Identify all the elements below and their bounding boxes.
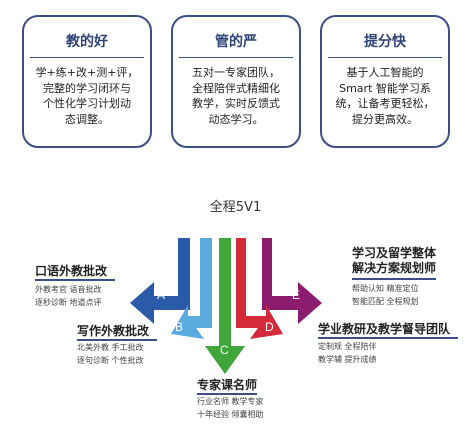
oral-detail: 外教考官 语音批改 逐秒诊断 地道点评	[35, 283, 102, 309]
card-line: 五对一专家团队，	[192, 66, 280, 79]
card-score-boost: 提分快 基于人工智能的 Smart 智能学习系 统，让备考更轻松， 提分更高效。	[320, 15, 450, 148]
card-title: 管的严	[179, 27, 293, 58]
detail-line: 教学辅 提升成绩	[318, 355, 377, 364]
card-title: 教的好	[30, 27, 144, 58]
card-line: 基于人工智能的	[346, 66, 424, 79]
card-line: 全程陪伴式精细化	[192, 81, 280, 95]
arrow-e	[262, 238, 322, 324]
arrow-a	[130, 238, 190, 324]
heading-line: 解决方案规划师	[352, 261, 437, 275]
card-line: 完整的学习闭环与	[43, 81, 131, 95]
arrow-c	[205, 238, 245, 374]
arrow-b	[171, 238, 212, 339]
writing-heading: 写作外教批改	[77, 324, 150, 338]
card-line: 统，让备考更轻松，	[335, 97, 435, 110]
card-line: 个性化学习计划动	[43, 97, 131, 110]
card-management: 管的严 五对一专家团队， 全程陪伴式精细化 教学，实时反馈式 动态学习。	[171, 15, 301, 148]
detail-line: 外教考官 语音批改	[35, 285, 102, 294]
supervision-underline	[318, 337, 458, 339]
oral-heading: 口语外教批改	[35, 264, 108, 278]
letter-c: C	[220, 343, 229, 357]
expert-heading: 专家课名师	[197, 378, 258, 392]
card-line: 教学，实时反馈式	[192, 97, 280, 110]
planner-detail: 帮助认知 精准定位 智能匹配 全程规划	[352, 282, 419, 308]
detail-line: 帮助认知 精准定位	[352, 284, 419, 293]
card-teaching: 教的好 学+练+改+测+评， 完整的学习闭环与 个性化学习计划动 态调整。	[22, 15, 152, 148]
oral-underline	[35, 279, 115, 281]
letter-e: E	[292, 288, 300, 302]
expert-detail: 行业名师 教学专家 十年经验 倾囊相助	[197, 395, 264, 421]
detail-line: 逐秒诊断 地道点评	[35, 298, 102, 307]
card-body: 学+练+改+测+评， 完整的学习闭环与 个性化学习计划动 态调整。	[30, 65, 144, 127]
card-line: 学+练+改+测+评，	[35, 66, 139, 79]
detail-line: 定制规 全程陪伴	[318, 342, 377, 351]
detail-line: 行业名师 教学专家	[197, 397, 264, 406]
planner-heading: 学习及留学整体 解决方案规划师	[352, 246, 436, 276]
card-line: 态调整。	[65, 112, 109, 126]
planner-underline	[352, 278, 436, 280]
card-line: Smart 智能学习系	[339, 81, 431, 95]
supervision-detail: 定制规 全程陪伴 教学辅 提升成绩	[318, 340, 377, 366]
supervision-heading: 学业教研及教学督导团队	[318, 322, 451, 336]
writing-detail: 北美外教 手工批改 逐句诊断 个性批改	[77, 341, 144, 367]
card-title: 提分快	[328, 27, 442, 58]
letter-b: B	[175, 320, 183, 334]
writing-underline	[77, 339, 157, 341]
detail-line: 智能匹配 全程规划	[352, 297, 419, 306]
detail-line: 逐句诊断 个性批改	[77, 356, 144, 365]
card-body: 基于人工智能的 Smart 智能学习系 统，让备考更轻松， 提分更高效。	[328, 65, 442, 127]
arrow-d	[236, 238, 283, 339]
card-line: 提分更高效。	[352, 112, 418, 126]
diagram-title: 全程5V1	[209, 200, 262, 215]
letter-d: D	[265, 320, 274, 334]
card-body: 五对一专家团队， 全程陪伴式精细化 教学，实时反馈式 动态学习。	[179, 65, 293, 127]
detail-line: 十年经验 倾囊相助	[197, 410, 264, 419]
heading-line: 学习及留学整体	[352, 246, 437, 260]
card-line: 动态学习。	[208, 112, 264, 126]
detail-line: 北美外教 手工批改	[77, 343, 144, 352]
expert-underline	[197, 393, 257, 395]
letter-a: A	[157, 288, 165, 302]
